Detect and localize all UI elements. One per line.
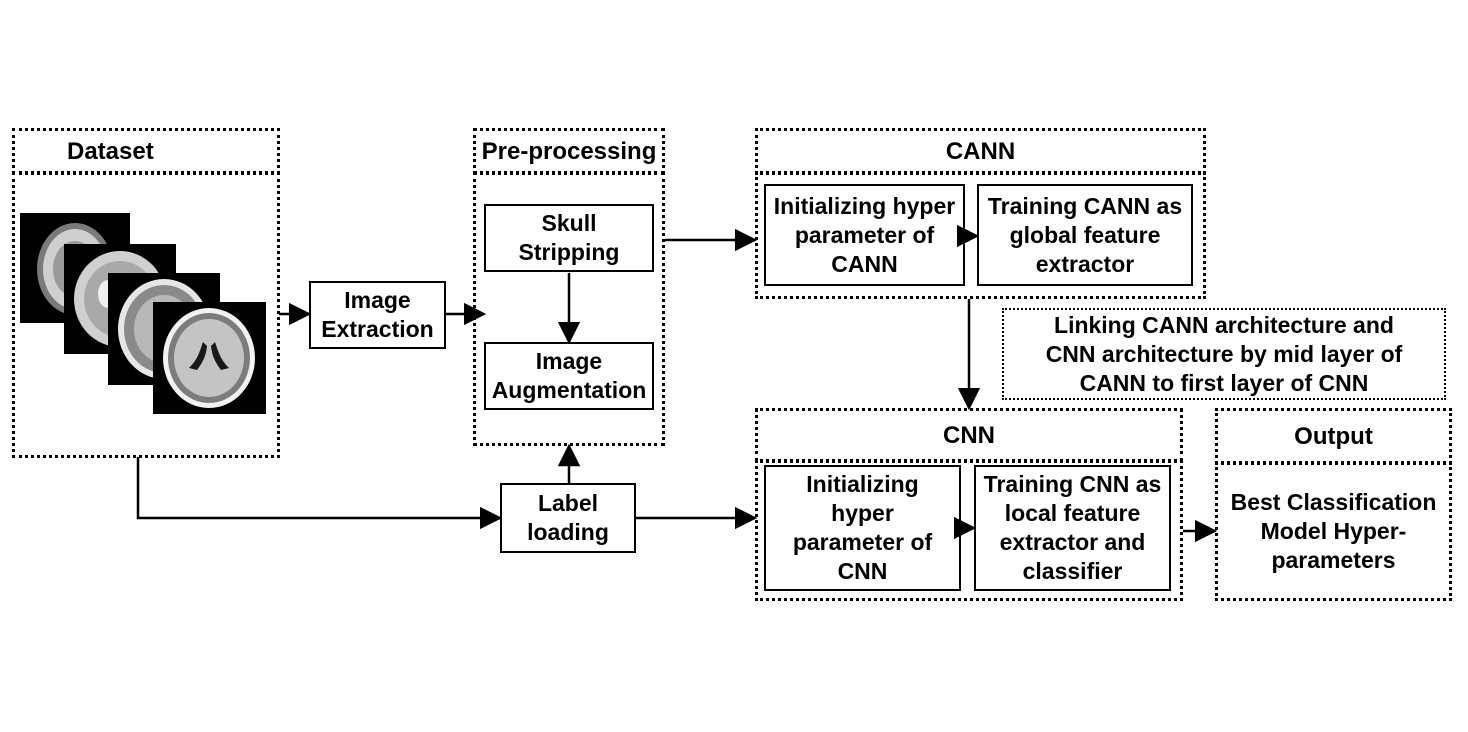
cnn-header: CNN: [755, 408, 1183, 462]
cnn-train-box: Training CNN as local feature extractor …: [974, 465, 1171, 591]
cann-init-box: Initializing hyper parameter of CANN: [764, 184, 965, 286]
dataset-panel: [12, 172, 280, 458]
image-augmentation-box: Image Augmentation: [484, 342, 654, 410]
output-result-box: Best Classification Model Hyper- paramet…: [1215, 462, 1452, 601]
linking-note: Linking CANN architecture and CNN archit…: [1002, 308, 1446, 400]
preprocessing-header: Pre-processing: [473, 128, 665, 174]
output-header: Output: [1215, 408, 1452, 464]
arrow-dataset-to-label: [136, 457, 503, 530]
brain-mri-slice-icon: [153, 302, 266, 414]
image-extraction-box: Image Extraction: [309, 281, 446, 349]
label-loading-box: Label loading: [500, 483, 636, 553]
cann-panel: [755, 172, 1206, 299]
dataset-header: Dataset: [12, 128, 280, 174]
preprocessing-panel: [473, 172, 665, 446]
skull-stripping-box: Skull Stripping: [484, 204, 654, 272]
cnn-panel: [755, 460, 1183, 601]
cann-header: CANN: [755, 128, 1206, 174]
cnn-init-box: Initializing hyper parameter of CNN: [764, 465, 961, 591]
cann-train-box: Training CANN as global feature extracto…: [977, 184, 1193, 286]
